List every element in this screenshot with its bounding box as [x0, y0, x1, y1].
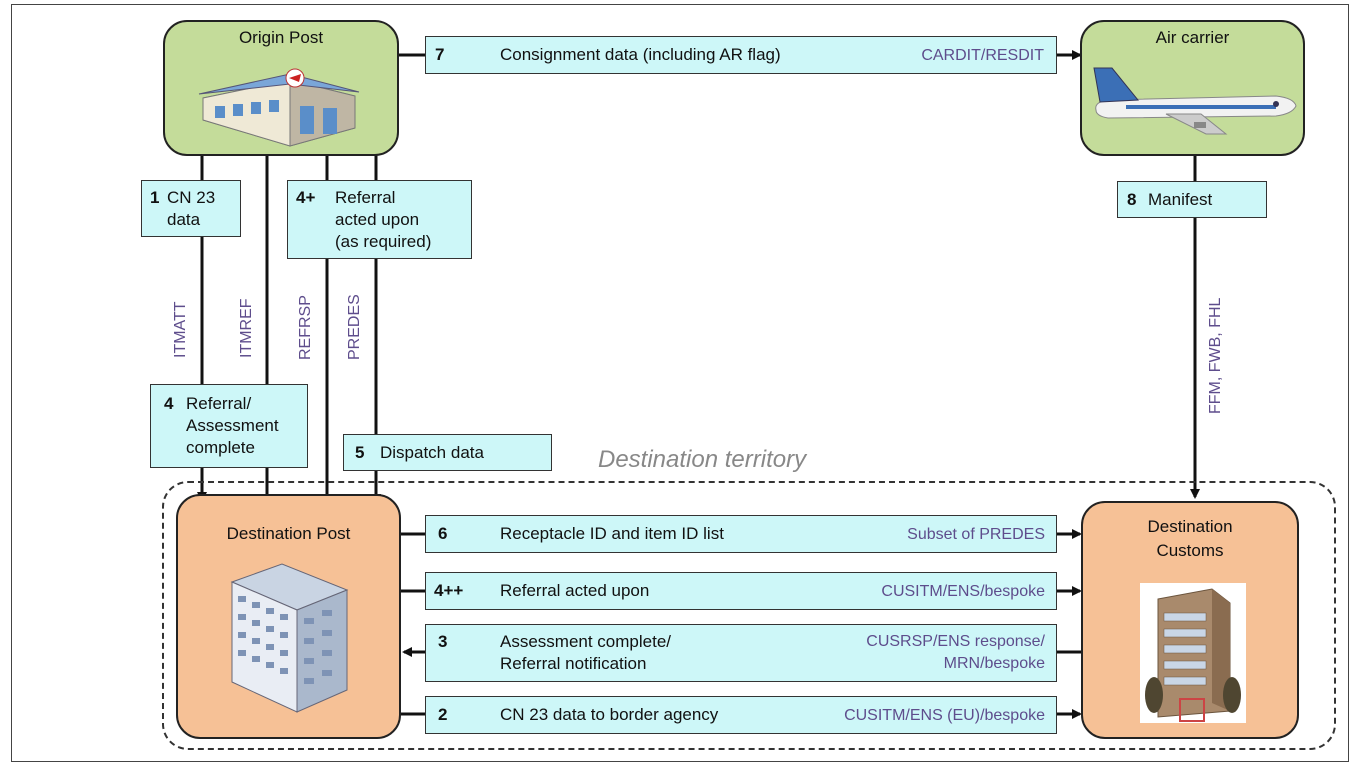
destination-customs-node: Destination Customs — [1081, 501, 1299, 739]
step-2-text: CN 23 data to border agency — [500, 705, 719, 724]
step-1-box: 1 CN 23 data — [141, 180, 241, 237]
itmatt-code: ITMATT — [172, 301, 189, 358]
step-7-code: CARDIT/RESDIT — [921, 47, 1044, 64]
step-4pp-number: 4++ — [434, 581, 464, 600]
step-4pp-code: CUSITM/ENS/bespoke — [881, 583, 1045, 600]
step-3-box: 3 Assessment complete/ Referral notifica… — [425, 624, 1057, 682]
step-2-box: 2 CN 23 data to border agency CUSITM/ENS… — [425, 696, 1057, 734]
step-6-box: 6 Receptacle ID and item ID list Subset … — [425, 515, 1057, 553]
step-5-box: 5 Dispatch data — [343, 434, 552, 471]
step-4pp-box: 4++ Referral acted upon CUSITM/ENS/bespo… — [425, 572, 1057, 610]
post-office-icon — [198, 68, 360, 147]
office-building-icon — [230, 563, 349, 713]
step-4-text: Referral/ Assessment complete — [186, 394, 279, 457]
step-4plus-text: Referral acted upon (as required) — [335, 188, 432, 251]
customs-building-icon — [1140, 583, 1246, 723]
step-5-text: Dispatch data — [380, 443, 484, 462]
step-6-code: Subset of PREDES — [907, 526, 1045, 543]
step-4pp-text: Referral acted upon — [500, 581, 650, 600]
step-7-text: Consignment data (including AR flag) — [500, 45, 781, 64]
air-carrier-node: Air carrier — [1080, 20, 1305, 156]
predes-code: PREDES — [346, 294, 363, 360]
diagram-frame — [11, 4, 1349, 762]
destination-customs-title: Destination Customs — [1147, 517, 1233, 560]
step-8-box: 8 Manifest — [1117, 181, 1267, 218]
step-2-number: 2 — [438, 705, 448, 724]
refrsp-code: REFRSP — [297, 295, 314, 360]
itmref-code: ITMREF — [238, 298, 255, 358]
step-4plus-number: 4+ — [296, 188, 316, 207]
step-6-number: 6 — [438, 524, 448, 543]
step-5-number: 5 — [355, 443, 365, 462]
step-4plus-box: 4+ Referral acted upon (as required) — [287, 180, 472, 259]
destination-post-title: Destination Post — [226, 524, 351, 543]
destination-territory-region — [162, 481, 1336, 750]
step-4-number: 4 — [164, 394, 174, 413]
step-3-text: Assessment complete/ Referral notificati… — [500, 632, 672, 673]
origin-post-node: Origin Post — [163, 20, 399, 156]
step-3-number: 3 — [438, 632, 448, 651]
destination-post-node: Destination Post — [176, 494, 401, 739]
step-2-code: CUSITM/ENS (EU)/bespoke — [844, 707, 1045, 724]
step-1-number: 1 — [150, 188, 160, 207]
step-1-text: CN 23 data — [167, 188, 216, 229]
territory-label: Destination territory — [598, 446, 807, 473]
step-7-box: 7 Consignment data (including AR flag) C… — [425, 36, 1057, 74]
manifest-codes: FFM, FWB, FHL — [1207, 297, 1224, 414]
step-8-text: Manifest — [1148, 190, 1213, 209]
origin-post-title: Origin Post — [238, 28, 324, 47]
step-3-code: CUSRSP/ENS response/ MRN/bespoke — [866, 633, 1045, 672]
step-8-number: 8 — [1127, 190, 1137, 209]
airplane-icon — [1093, 67, 1297, 135]
step-6-text: Receptacle ID and item ID list — [500, 524, 724, 543]
air-carrier-title: Air carrier — [1155, 28, 1230, 47]
step-7-number: 7 — [435, 45, 445, 64]
step-4-box: 4 Referral/ Assessment complete — [150, 384, 308, 468]
